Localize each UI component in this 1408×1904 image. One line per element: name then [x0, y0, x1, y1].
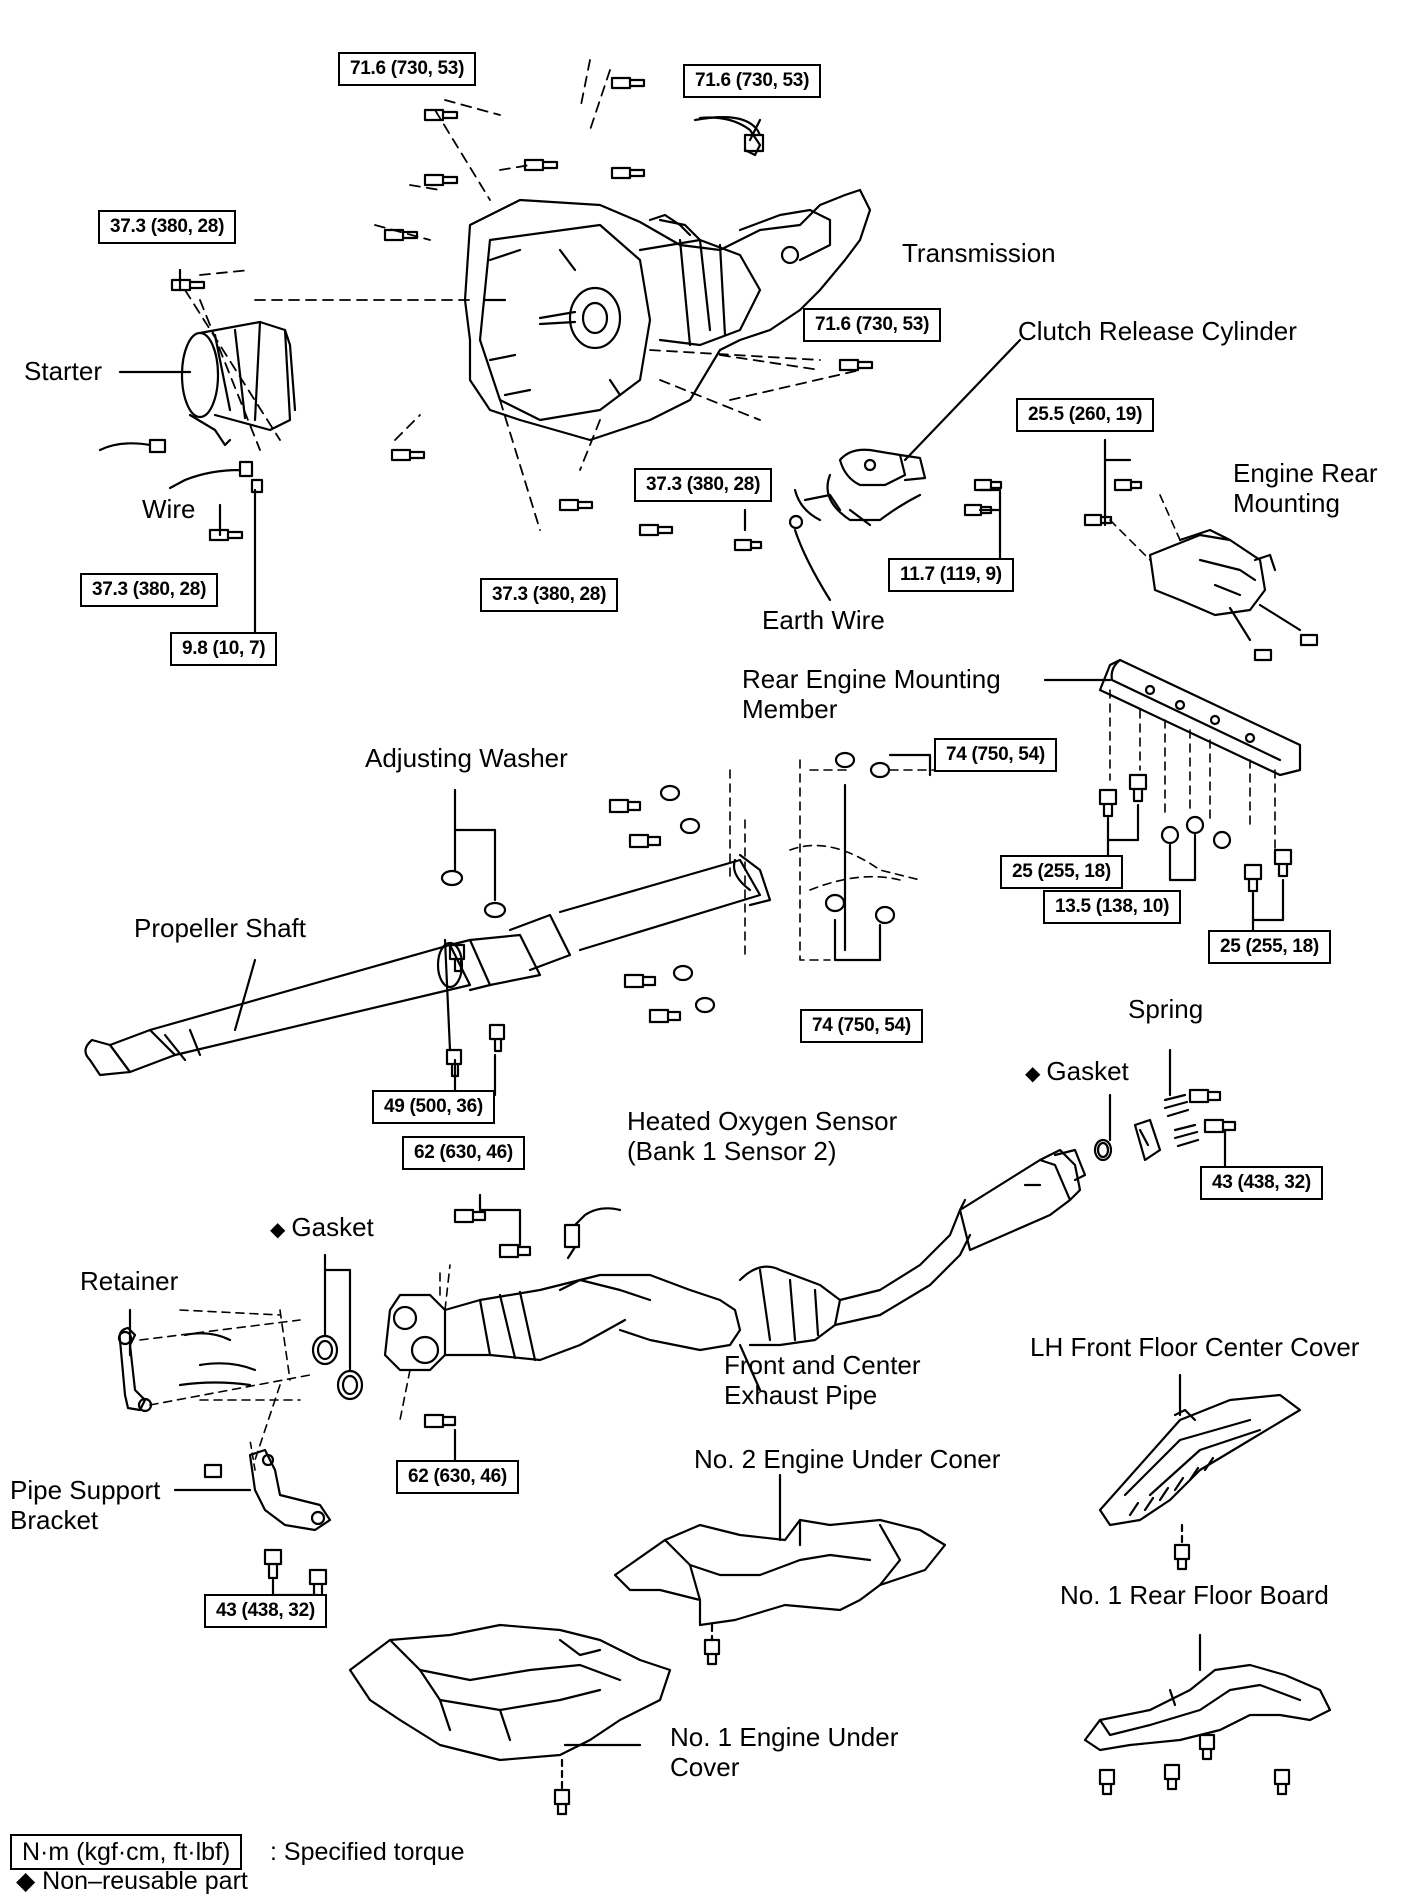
- torque-spec: 25 (255, 18): [1000, 855, 1123, 889]
- label-transmission: Transmission: [902, 238, 1056, 268]
- label-clutch-release-cylinder: Clutch Release Cylinder: [1018, 316, 1297, 346]
- label-no1-engine-under-cover-2: Cover: [670, 1752, 740, 1782]
- no1-rear-floor-board-part: [1083, 1663, 1332, 1752]
- torque-spec: 49 (500, 36): [372, 1090, 495, 1124]
- pipe-support-bracket-part: [203, 1448, 332, 1532]
- label-engine-rear-mounting-1: Engine Rear: [1233, 458, 1378, 488]
- label-gasket-lower: ◆Gasket: [270, 1212, 374, 1245]
- legend-unit-description: : Specified torque: [270, 1838, 465, 1866]
- torque-spec: 62 (630, 46): [396, 1460, 519, 1494]
- torque-spec: 37.3 (380, 28): [98, 210, 237, 244]
- propeller-shaft-part: [84, 853, 772, 1077]
- torque-spec: 71.6 (730, 53): [338, 52, 477, 86]
- torque-spec: 74 (750, 54): [800, 1009, 923, 1043]
- label-retainer: Retainer: [80, 1266, 179, 1296]
- lh-front-floor-center-cover-part: [1098, 1393, 1302, 1527]
- label-no1-rear-floor-board: No. 1 Rear Floor Board: [1060, 1580, 1329, 1610]
- no1-engine-under-cover-part: [348, 1623, 672, 1762]
- torque-spec: 74 (750, 54): [934, 738, 1057, 772]
- label-heated-oxygen-sensor-2: (Bank 1 Sensor 2): [627, 1136, 837, 1166]
- torque-spec: 25.5 (260, 19): [1016, 398, 1155, 432]
- exhaust-pipe-part: [383, 1148, 1087, 1372]
- starter-part: [98, 320, 297, 494]
- label-adjusting-washer: Adjusting Washer: [365, 743, 568, 773]
- torque-spec: 25 (255, 18): [1208, 930, 1331, 964]
- label-engine-rear-mounting-2: Mounting: [1233, 488, 1340, 518]
- bolts-transmission: [170, 76, 874, 542]
- label-no2-engine-under-cover: No. 2 Engine Under Coner: [694, 1444, 1001, 1474]
- legend-non-reusable: ◆ Non–reusable part: [16, 1867, 248, 1895]
- label-front-center-exhaust-2: Exhaust Pipe: [724, 1380, 878, 1410]
- engine-rear-mounting-part: [1148, 528, 1302, 642]
- label-rear-engine-mounting-member-1: Rear Engine Mounting: [742, 664, 1001, 694]
- torque-spec: 71.6 (730, 53): [803, 308, 942, 342]
- label-heated-oxygen-sensor-1: Heated Oxygen Sensor: [627, 1106, 898, 1136]
- label-pipe-support-bracket-1: Pipe Support: [10, 1475, 161, 1505]
- torque-spec: 37.3 (380, 28): [80, 573, 219, 607]
- transmission-part: [463, 116, 872, 442]
- diamond-icon: ◆: [1025, 1063, 1041, 1085]
- label-front-center-exhaust-1: Front and Center: [724, 1350, 921, 1380]
- torque-spec: 62 (630, 46): [402, 1136, 525, 1170]
- torque-spec: 9.8 (10, 7): [170, 632, 278, 666]
- torque-spec: 11.7 (119, 9): [888, 558, 1014, 592]
- label-starter: Starter: [24, 356, 103, 386]
- torque-spec: 37.3 (380, 28): [480, 578, 619, 612]
- torque-spec: 43 (438, 32): [204, 1594, 327, 1628]
- clutch-release-cylinder-part: [793, 448, 927, 527]
- label-pipe-support-bracket-2: Bracket: [10, 1505, 99, 1535]
- label-gasket-upper: ◆Gasket: [1025, 1056, 1129, 1089]
- label-propeller-shaft: Propeller Shaft: [134, 913, 306, 943]
- no2-engine-under-cover-part: [613, 1518, 947, 1627]
- torque-spec: 71.6 (730, 53): [683, 64, 822, 98]
- label-gasket-lower-text: Gasket: [291, 1212, 374, 1242]
- label-lh-front-floor-center-cover: LH Front Floor Center Cover: [1030, 1332, 1360, 1362]
- diamond-icon: ◆: [270, 1219, 286, 1241]
- bolts-member: [1098, 773, 1293, 893]
- label-earth-wire: Earth Wire: [762, 605, 885, 635]
- label-gasket-upper-text: Gasket: [1046, 1056, 1129, 1086]
- torque-spec: 13.5 (138, 10): [1043, 890, 1182, 924]
- legend-unit-box: N·m (kgf·cm, ft·lbf): [10, 1834, 243, 1870]
- label-spring: Spring: [1128, 994, 1204, 1024]
- torque-spec: 37.3 (380, 28): [634, 468, 773, 502]
- torque-spec: 43 (438, 32): [1200, 1166, 1323, 1200]
- label-wire: Wire: [142, 494, 196, 524]
- label-no1-engine-under-cover-1: No. 1 Engine Under: [670, 1722, 899, 1752]
- rear-engine-mounting-member-part: [1098, 658, 1302, 777]
- label-rear-engine-mounting-member-2: Member: [742, 694, 838, 724]
